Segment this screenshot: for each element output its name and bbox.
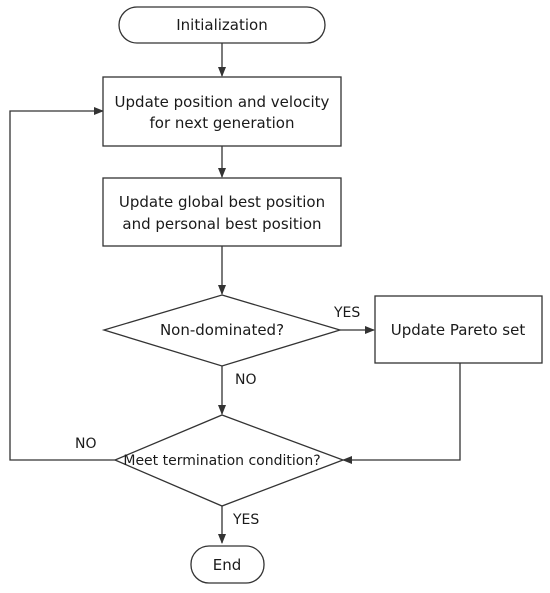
update-pareto-label: Update Pareto set xyxy=(391,321,526,339)
update-position-node: Update position and velocity for next ge… xyxy=(102,76,342,147)
update-position-label-line-2: for next generation xyxy=(150,114,295,132)
update-position-shape xyxy=(102,76,342,147)
edge-labels: YES NO NO YES xyxy=(75,305,360,528)
termination-shape xyxy=(113,414,345,507)
termination-label: Meet termination condition? xyxy=(123,453,320,469)
non-dominated-label: Non-dominated? xyxy=(160,321,284,339)
end-node: End xyxy=(190,545,265,584)
end-label: End xyxy=(213,556,242,574)
edge-termination-no-loop xyxy=(9,107,115,461)
update-best-shape xyxy=(102,177,342,247)
initialization-shape xyxy=(118,6,326,44)
non-dominated-yes-label: YES xyxy=(333,305,360,321)
initialization-node: Initialization xyxy=(118,6,326,44)
termination-node: Meet termination condition? xyxy=(113,414,345,507)
non-dominated-shape xyxy=(101,294,343,367)
non-dominated-no-label: NO xyxy=(235,372,257,388)
termination-no-label: NO xyxy=(75,436,97,452)
update-best-label-line-1: Update global best position xyxy=(119,193,325,211)
initialization-label: Initialization xyxy=(176,16,267,34)
update-position-label-line-1: Update position and velocity xyxy=(115,93,330,111)
update-pareto-shape xyxy=(374,295,543,364)
end-shape xyxy=(190,545,265,584)
edge-pareto-to-termination xyxy=(342,363,461,464)
edges xyxy=(9,43,461,544)
update-pareto-node: Update Pareto set xyxy=(374,295,543,364)
update-best-label-line-2: and personal best position xyxy=(122,215,321,233)
update-best-node: Update global best position and personal… xyxy=(102,177,342,247)
non-dominated-node: Non-dominated? xyxy=(101,294,343,367)
termination-yes-label: YES xyxy=(232,512,259,528)
